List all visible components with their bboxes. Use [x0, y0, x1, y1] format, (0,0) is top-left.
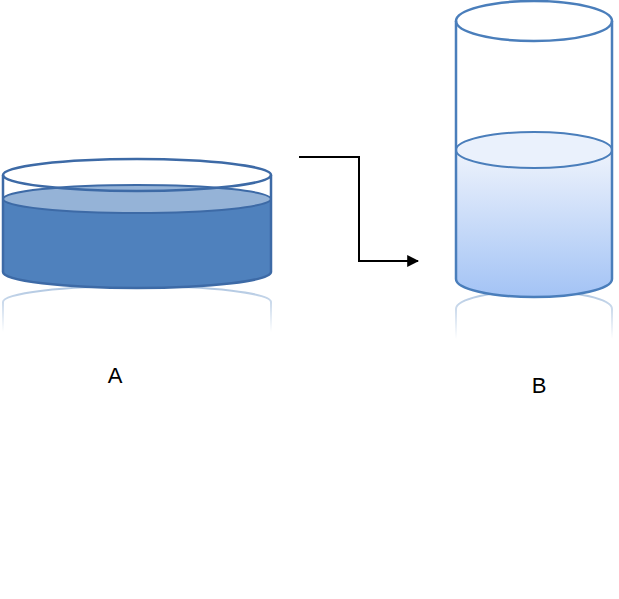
container-label: A: [0, 363, 267, 389]
flow-arrow: [299, 157, 418, 261]
container-label: B: [437, 373, 619, 399]
container-cylinder: B: [418, 0, 618, 400]
liquid: [456, 150, 612, 297]
cylinder-outline: [0, 140, 299, 400]
container-wall: [456, 21, 612, 297]
liquid-surface: [456, 132, 612, 168]
container-rim: [3, 159, 271, 191]
cylinder-outline: [418, 0, 618, 400]
reflection: [3, 286, 271, 332]
container-rim: [456, 1, 612, 41]
liquid-surface: [3, 185, 271, 213]
container-cylinder: A: [0, 140, 299, 400]
